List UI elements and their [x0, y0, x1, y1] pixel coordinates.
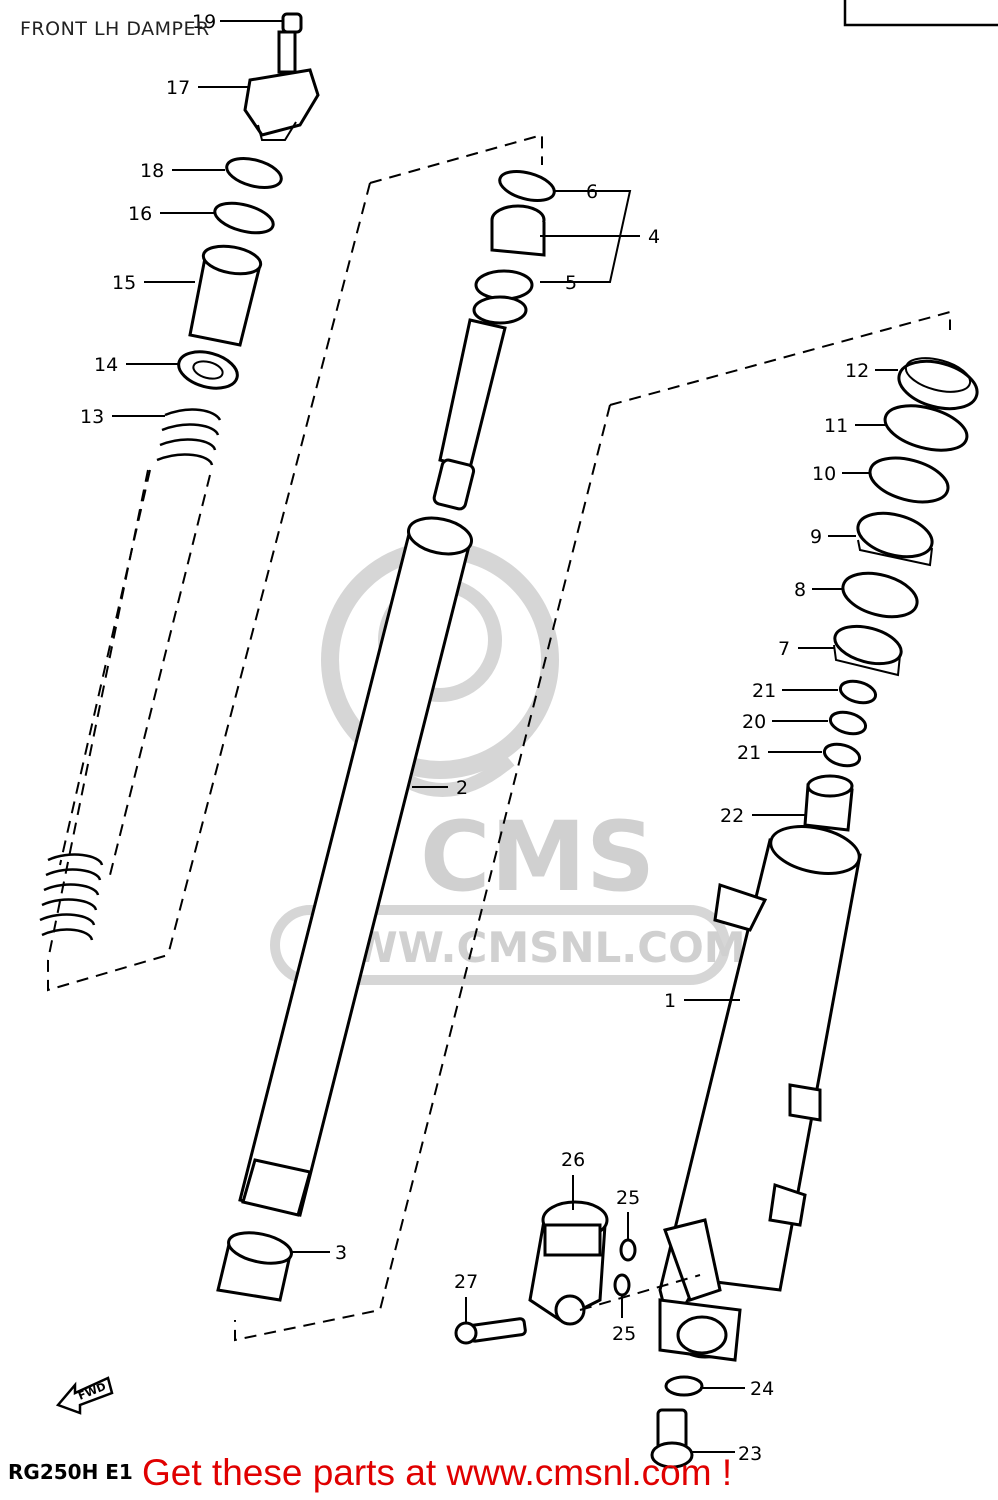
- callout-17: 17: [166, 77, 190, 99]
- part-20-washer: [828, 710, 868, 736]
- callout-14: 14: [94, 354, 118, 376]
- callout-27: 27: [454, 1271, 478, 1293]
- part-4-piston: [490, 204, 546, 257]
- part-16-plate: [213, 201, 275, 235]
- part-27-bolt: [454, 1317, 527, 1345]
- promo-link-text[interactable]: Get these parts at www.cmsnl.com !: [142, 1452, 733, 1493]
- cms-watermark: CMS WWW.CMSNL.COM: [270, 541, 746, 985]
- callout-21-a: 21: [752, 680, 776, 702]
- part-25-washer-a: [619, 1238, 637, 1262]
- part-23-bolt: [650, 1408, 694, 1469]
- callout-leaders: [112, 20, 898, 1453]
- part-17-cap-bolt: [243, 30, 320, 141]
- part-24-washer: [664, 1375, 704, 1397]
- callout-1: 1: [664, 990, 676, 1012]
- frame-corner: [843, 0, 998, 27]
- part-10-washer: [868, 456, 950, 504]
- callout-8: 8: [794, 579, 806, 601]
- part-1-outer-tube: [658, 825, 862, 1362]
- part-9-oil-seal: [856, 511, 934, 567]
- model-code: RG250H E1: [8, 1460, 133, 1484]
- callout-10: 10: [812, 463, 836, 485]
- part-3-bushing: [216, 1231, 293, 1302]
- part-8-spacer: [841, 571, 919, 619]
- callout-18: 18: [140, 160, 164, 182]
- callout-7: 7: [778, 638, 790, 660]
- callout-3: 3: [335, 1242, 347, 1264]
- callout-6: 6: [586, 181, 598, 203]
- callout-22: 22: [720, 805, 744, 827]
- callout-12: 12: [845, 360, 869, 382]
- page-title: FRONT LH DAMPER: [20, 18, 210, 40]
- part-12-dust-seal: [897, 357, 979, 411]
- callout-9: 9: [810, 526, 822, 548]
- part-2-inner-tube: [238, 516, 473, 1217]
- callout-11: 11: [824, 415, 848, 437]
- part-21-o-ring-a: [838, 679, 878, 705]
- part-6-circlip: [498, 170, 556, 202]
- callout-2: 2: [456, 777, 468, 799]
- part-13-spring: [39, 408, 222, 941]
- callout-4: 4: [648, 226, 660, 248]
- callout-5: 5: [565, 272, 577, 294]
- callout-20: 20: [742, 711, 766, 733]
- part-14-seat: [177, 350, 239, 390]
- watermark-url: WWW.CMSNL.COM: [305, 923, 746, 972]
- damper-rod: [438, 318, 507, 470]
- callout-15: 15: [112, 272, 136, 294]
- part-19-nut: [281, 12, 303, 34]
- part-25-washer-b: [613, 1273, 631, 1297]
- part-18-washer: [225, 157, 283, 189]
- part-7-bushing: [833, 624, 903, 677]
- callout-16: 16: [128, 203, 152, 225]
- part-21-o-ring-b: [822, 742, 862, 768]
- watermark-brand: CMS: [420, 801, 655, 913]
- callout-numbers: 19 17 18 16 15 14 13 6 4 5 2 3 12 11 10 …: [80, 11, 869, 1465]
- part-22-oil-lock-piece: [803, 774, 854, 832]
- part-15-collar: [188, 244, 263, 347]
- callout-23: 23: [738, 1443, 762, 1465]
- fwd-arrow-icon: FWD: [55, 1376, 114, 1415]
- callout-26: 26: [561, 1149, 585, 1171]
- callout-19: 19: [192, 11, 216, 33]
- callout-25-a: 25: [616, 1187, 640, 1209]
- part-11-circlip: [883, 404, 969, 452]
- callout-21-b: 21: [737, 742, 761, 764]
- callout-25-b: 25: [612, 1323, 636, 1345]
- part-5-ring: [474, 269, 534, 301]
- callout-24: 24: [750, 1378, 774, 1400]
- part-26-adjuster: [528, 1200, 609, 1326]
- callout-13: 13: [80, 406, 104, 428]
